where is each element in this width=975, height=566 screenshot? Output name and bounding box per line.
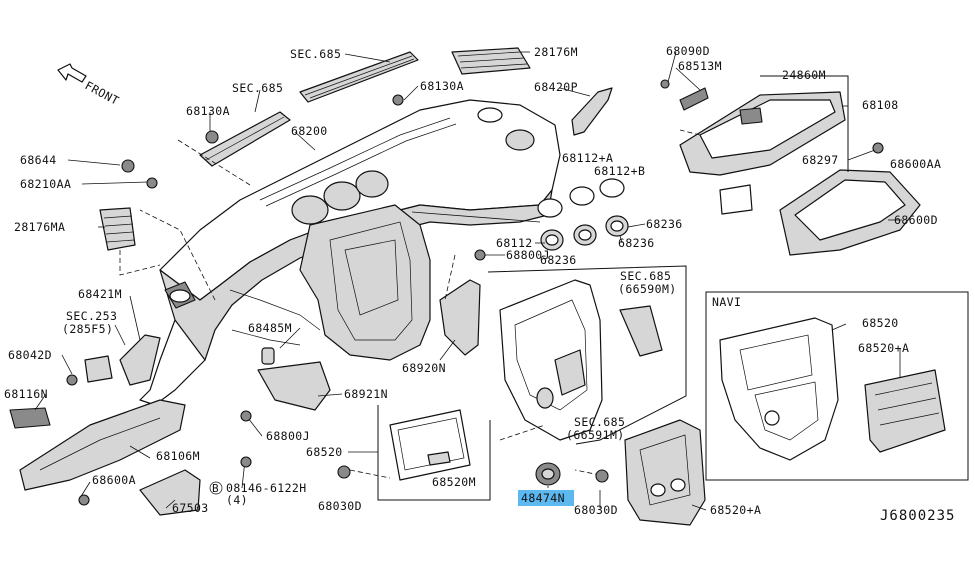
label-68520A: 68520+A	[710, 503, 761, 517]
front-arrow-icon	[57, 63, 87, 83]
label-48474N: 48474N	[521, 491, 565, 505]
label-navi: NAVI	[712, 295, 741, 309]
fastener-icons	[66, 79, 884, 506]
bracket-68920N	[439, 279, 481, 356]
label-68030D-b: 68030D	[574, 503, 618, 517]
defroster-grille-left-sec685	[199, 111, 291, 167]
label-285F5: (285F5)	[62, 322, 113, 336]
label-28176MA: 28176MA	[14, 220, 65, 234]
label-68420P: 68420P	[534, 80, 578, 94]
label-68106M: 68106M	[156, 449, 200, 463]
panel-67503	[139, 469, 201, 516]
trim-68421M	[119, 334, 161, 386]
audio-bezel-68520	[499, 279, 663, 441]
label-68513M: 68513M	[678, 59, 722, 73]
label-sec685-d: SEC.685	[574, 415, 625, 429]
label-68090D: 68090D	[666, 44, 710, 58]
label-68236-a: 68236	[646, 217, 683, 231]
label-68600AA: 68600AA	[890, 157, 941, 171]
cover-68921N	[257, 361, 331, 411]
navi-unit-68520-A	[864, 369, 946, 453]
audio-group-box	[487, 265, 687, 445]
trim-68420P	[571, 87, 613, 136]
diagram-id: J6800235	[880, 508, 955, 524]
speaker-grille-28176M	[451, 47, 531, 75]
label-68112: 68112	[496, 236, 533, 250]
glovebox-group-line	[760, 75, 849, 172]
label-68236-c: 68236	[540, 253, 577, 267]
label-68108: 68108	[862, 98, 899, 112]
label-68130A-a: 68130A	[420, 79, 464, 93]
label-68520-navi: 68520	[862, 316, 899, 330]
label-68200: 68200	[291, 124, 328, 138]
label-24860M: 24860M	[782, 68, 826, 82]
label-68112A: 68112+A	[562, 151, 613, 165]
label-68210AA: 68210AA	[20, 177, 71, 191]
connector-sec253	[84, 355, 113, 383]
label-sec253: SEC.253	[66, 309, 117, 323]
bolt-b-circle	[209, 481, 223, 495]
highlight-48474N	[518, 490, 574, 506]
label-68520M: 68520M	[432, 475, 476, 489]
lower-panel-68106M	[19, 399, 186, 491]
label-68800J-b: 68800J	[266, 429, 310, 443]
label-68421M: 68421M	[78, 287, 122, 301]
label-08146-qty: (4)	[226, 493, 248, 507]
defroster-grille-sec685	[299, 51, 419, 103]
label-68130A-b: 68130A	[186, 104, 230, 118]
clip-68485M	[261, 347, 275, 365]
label-68112B: 68112+B	[594, 164, 645, 178]
storage-box-68520M	[389, 409, 471, 481]
label-sec685-c: SEC.685	[620, 269, 671, 283]
label-68920N: 68920N	[402, 361, 446, 375]
label-66591M: (66591M)	[566, 428, 625, 442]
front-label: FRONT	[83, 78, 122, 108]
label-68030D-a: 68030D	[318, 499, 362, 513]
navi-bezel-68520	[719, 317, 839, 461]
leader-lines	[34, 51, 902, 511]
label-68800J-a: 68800J	[506, 248, 550, 262]
label-67503: 67503	[172, 501, 209, 515]
part-48474N	[535, 462, 561, 486]
label-68485M: 68485M	[248, 321, 292, 335]
label-68644: 68644	[20, 153, 57, 167]
navi-box	[705, 291, 969, 481]
label-68116N: 68116N	[4, 387, 48, 401]
label-68921N: 68921N	[344, 387, 388, 401]
label-68042D: 68042D	[8, 348, 52, 362]
label-08146: 08146-6122H	[226, 481, 307, 495]
instrument-panel-68200	[139, 99, 561, 406]
label-68600D: 68600D	[894, 213, 938, 227]
label-sec685-a: SEC.685	[290, 47, 341, 61]
label-68520: 68520	[306, 445, 343, 459]
label-68297: 68297	[802, 153, 839, 167]
label-68520A-navi: 68520+A	[858, 341, 909, 355]
label-sec685-b: SEC.685	[232, 81, 283, 95]
glove-box-assembly	[679, 87, 921, 256]
label-bolt-b: B	[212, 482, 219, 495]
switch-68116N	[9, 407, 51, 429]
bezel-68520-A	[624, 419, 706, 526]
label-68236-b: 68236	[618, 236, 655, 250]
label-68600A: 68600A	[92, 473, 136, 487]
storage-group-box	[377, 405, 491, 501]
speaker-grille-28176MA	[99, 207, 136, 251]
label-66590M: (66590M)	[618, 282, 677, 296]
meter-rings	[537, 178, 629, 251]
label-28176M: 28176M	[534, 45, 578, 59]
